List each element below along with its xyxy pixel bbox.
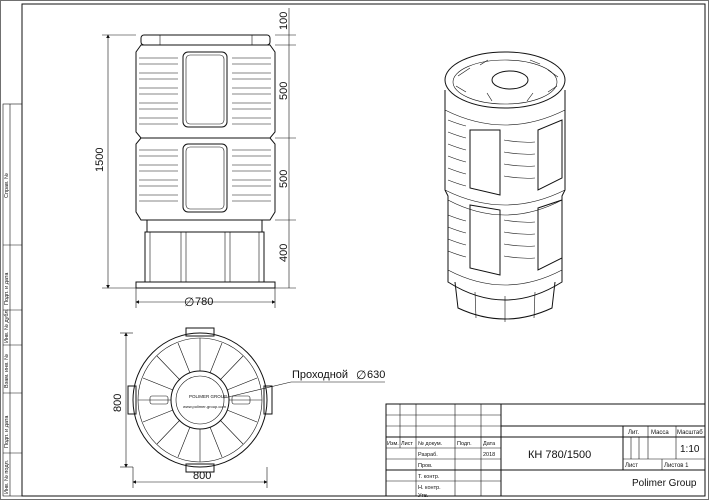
stamp-label-6: Инв. № подл. xyxy=(4,459,10,494)
tb-mass-header: Масса xyxy=(651,430,669,436)
dim-total-height-1500: 1500 xyxy=(94,148,106,172)
stamp-label-5: Подп. и дата xyxy=(4,415,10,448)
tb-scale-header: Масштаб xyxy=(677,430,703,436)
left-stamp: Справ. № Подп. и дата Инв. № дубл. Взам.… xyxy=(2,103,23,497)
tb-sheet-label: Лист xyxy=(625,463,638,469)
tb-header-izm: Изм. xyxy=(387,441,399,447)
dim-width-800: 800 xyxy=(193,470,211,482)
top-view-logo-brand: POLIMER GROUP xyxy=(189,394,227,399)
tb-header-doc: № докум. xyxy=(418,441,443,447)
tb-header-list: Лист xyxy=(401,441,413,447)
tb-year: 2018 xyxy=(483,452,495,458)
dim-top-100: 100 xyxy=(278,12,290,30)
tb-role-approved: Утв. xyxy=(418,493,429,499)
tb-header-sign: Подп. xyxy=(457,441,472,447)
tb-role-tech-control: Т. контр. xyxy=(418,474,440,480)
tb-designation: КН 780/1500 xyxy=(528,449,591,461)
diameter-symbol: ∅ xyxy=(184,295,194,309)
stamp-label-4: Взам. инв. № xyxy=(4,354,10,388)
dim-height-800: 800 xyxy=(112,394,124,412)
dim-mid-500-a: 500 xyxy=(278,82,290,100)
isometric-view xyxy=(444,51,566,322)
tb-scale-value: 1:10 xyxy=(680,444,700,455)
stamp-label-2: Подп. и дата xyxy=(4,272,10,305)
callout-label: Проходной xyxy=(292,369,348,381)
top-view: POLIMER GROUP www.polimer-group.com 800 … xyxy=(112,327,385,488)
tb-role-norm-control: Н. контр. xyxy=(418,485,441,491)
dim-bottom-400: 400 xyxy=(278,244,290,262)
sheet-inner-frame xyxy=(21,3,706,497)
tb-role-developer: Разраб. xyxy=(418,452,438,458)
dim-diameter-780: 780 xyxy=(195,296,213,308)
tb-role-checker: Пров. xyxy=(418,463,433,469)
callout-value-630: 630 xyxy=(367,369,385,381)
callout-diameter-symbol: ∅ xyxy=(356,368,366,382)
stamp-label-1: Справ. № xyxy=(4,173,10,198)
dim-mid-500-b: 500 xyxy=(278,170,290,188)
tb-sheets-label: Листов 1 xyxy=(664,463,689,469)
tb-company: Polimer Group xyxy=(632,478,697,489)
stamp-label-3: Инв. № дубл. xyxy=(4,308,10,343)
title-block: Изм. Лист № докум. Подп. Дата Разраб. 20… xyxy=(385,403,706,499)
tb-lit-header: Лит. xyxy=(628,430,639,436)
side-view: 100 500 500 400 1500 ∅ 780 xyxy=(94,8,296,309)
tb-header-date: Дата xyxy=(483,441,496,447)
top-view-logo-website: www.polimer-group.com xyxy=(183,404,227,409)
